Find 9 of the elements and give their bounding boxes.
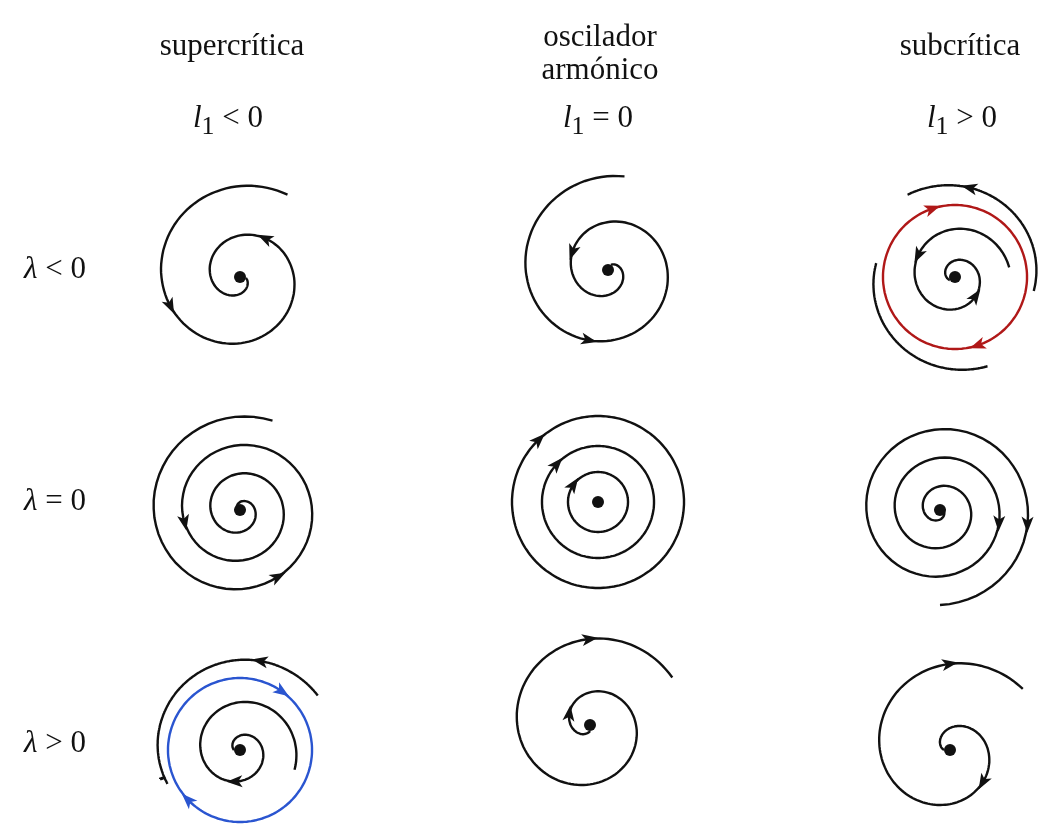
row-label: λ > 0 <box>22 725 87 759</box>
condition-label: l$_{1}$ = 0 <box>562 100 634 140</box>
column-heading: supercrítica <box>158 28 306 62</box>
condition-label: l$_{1}$ < 0 <box>192 100 264 140</box>
row-label: λ = 0 <box>22 483 87 517</box>
column-heading: oscilador armónico <box>540 20 660 86</box>
column-heading: subcrítica <box>898 28 1022 62</box>
row-label: λ < 0 <box>22 251 87 285</box>
condition-label: l$_{1}$ > 0 <box>926 100 998 140</box>
